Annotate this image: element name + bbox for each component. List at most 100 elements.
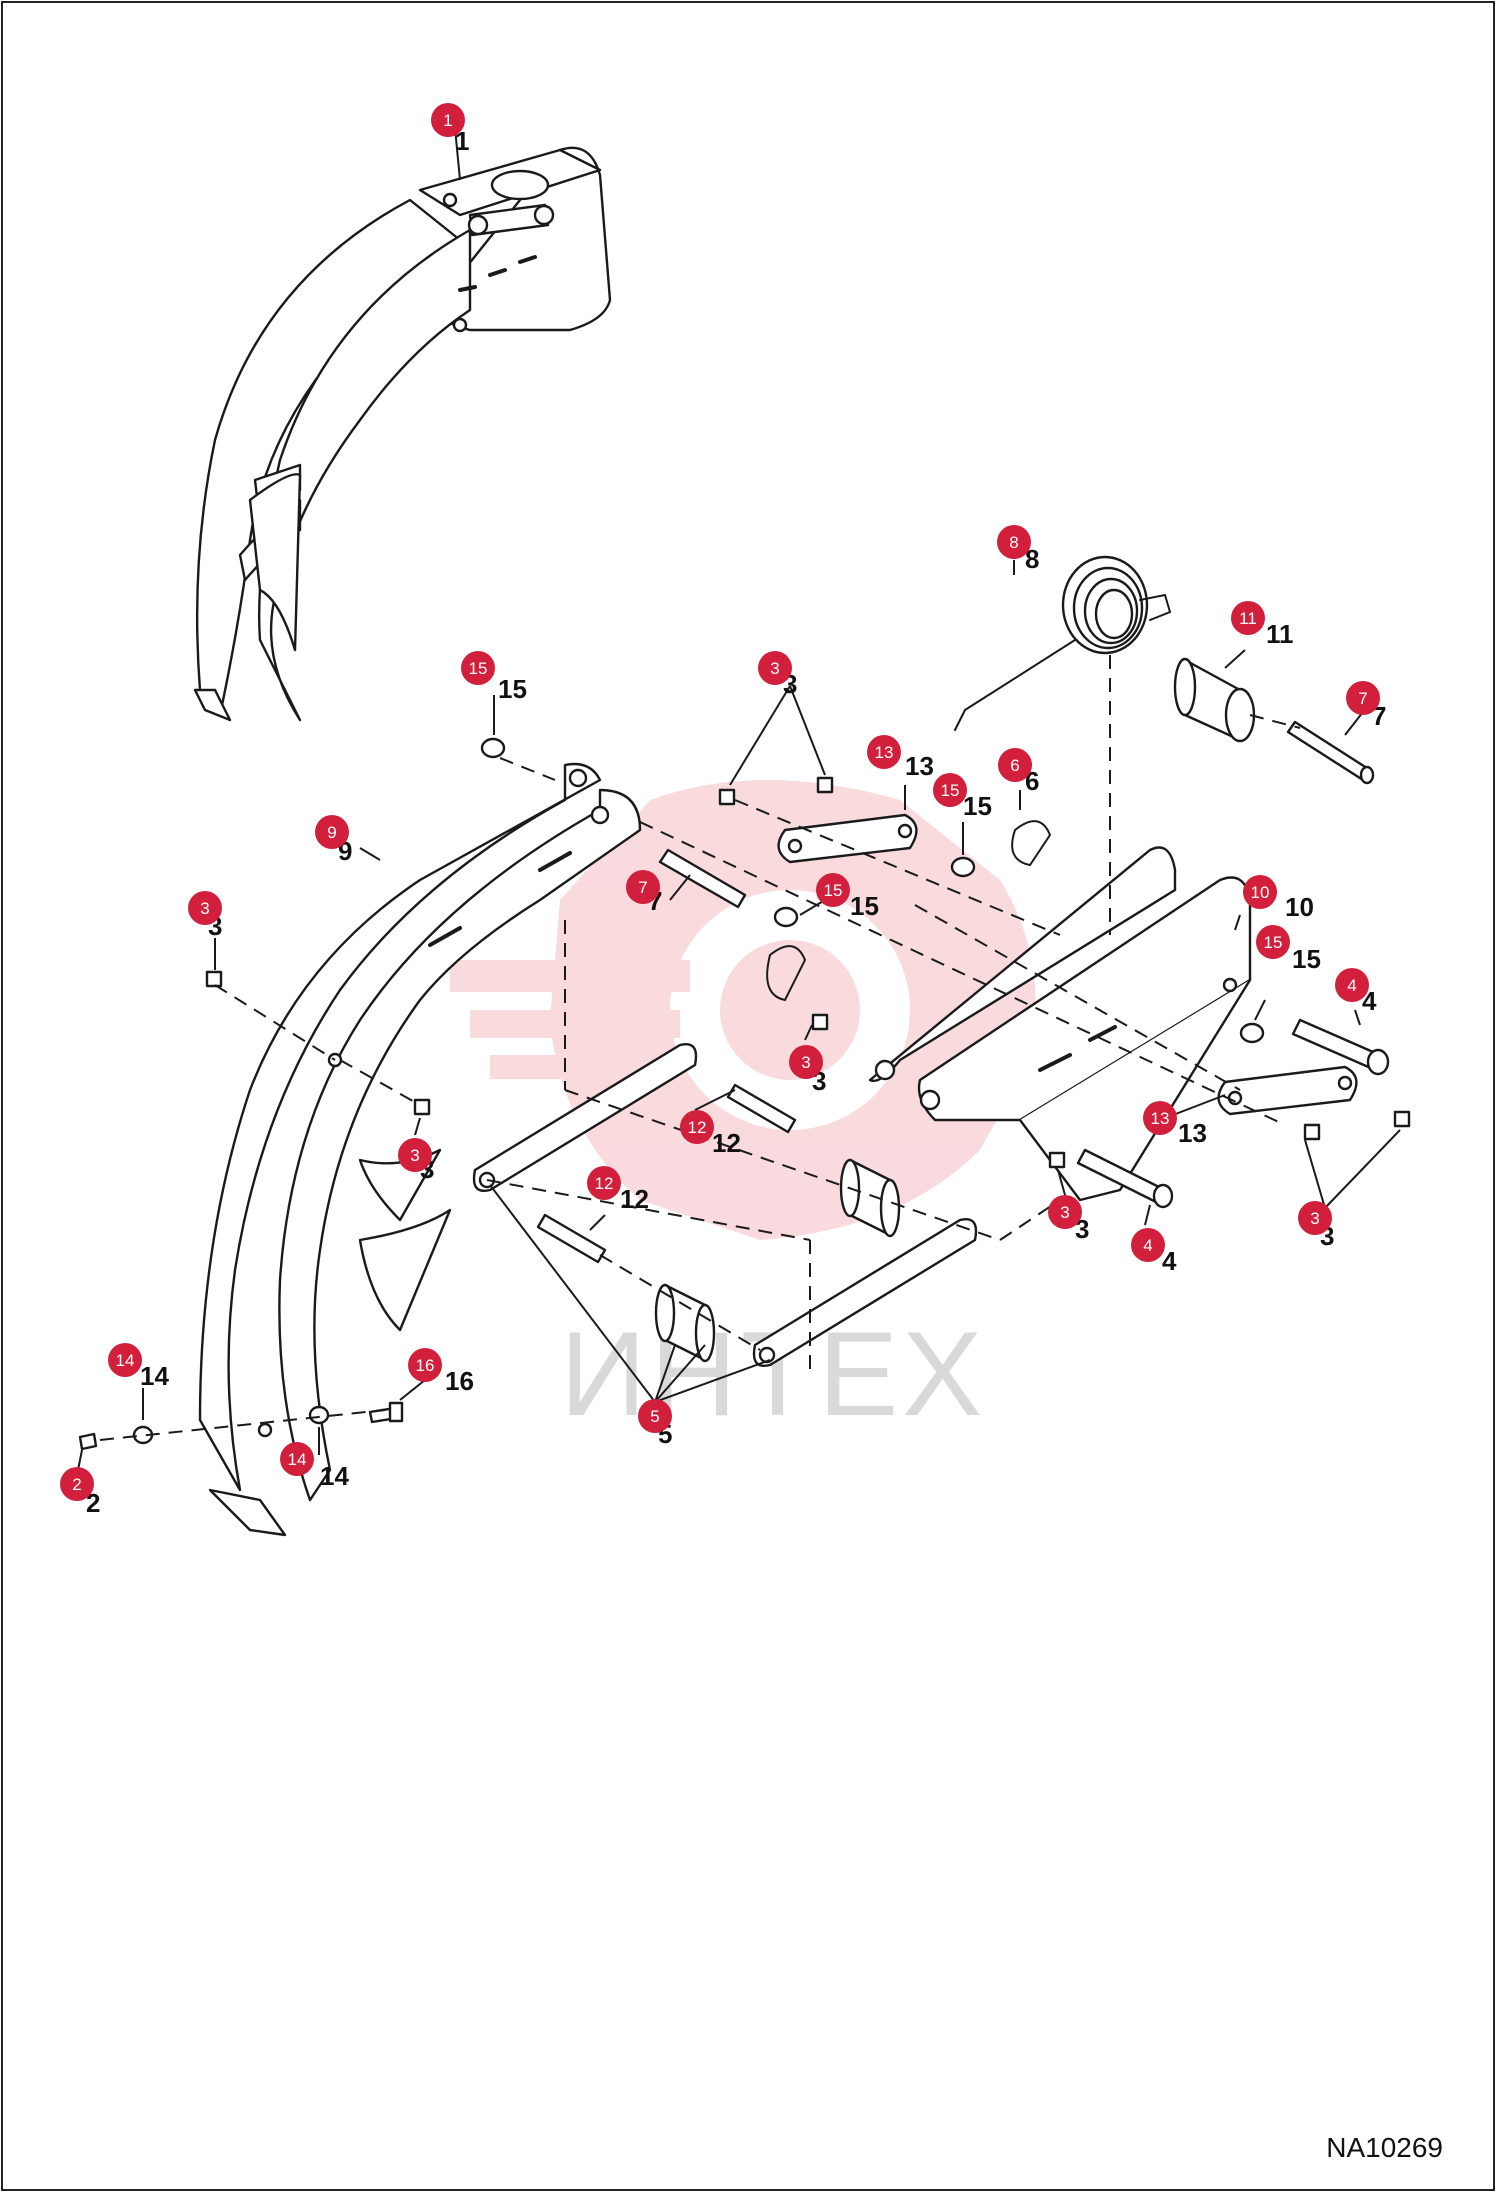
callout-3: 33 [758,651,797,699]
callout-label-text: 16 [445,1366,474,1396]
callout-label-text: 11 [1266,619,1294,649]
part-10-plate [868,846,1252,1202]
callout-badge-number: 15 [824,881,843,900]
callout-badge-number: 8 [1009,533,1018,552]
callout-4: 44 [1131,1228,1177,1276]
drawing-number: NA10269 [1326,2132,1443,2163]
callout-8: 88 [997,525,1039,574]
callout-badge [1048,1195,1082,1229]
small-hardware [78,737,1411,1451]
callout-badge-number: 6 [1010,756,1019,775]
callout-badge [789,1045,823,1079]
callout-badge [758,651,792,685]
callout-4: 44 [1335,968,1377,1016]
part-11-bushing [1173,657,1256,743]
callout-badge-number: 1 [443,111,452,130]
callout-badge-number: 15 [941,781,960,800]
part-5-link-left [472,1043,698,1192]
callout-5: 55 [638,1399,672,1449]
callout-label-text: 15 [498,674,527,704]
callout-badge [998,748,1032,782]
callout-badge [933,773,967,807]
callout-3: 33 [1298,1201,1334,1251]
callout-badge-number: 12 [688,1118,707,1137]
callout-3: 33 [1048,1195,1089,1244]
callout-10: 10 10 [1243,875,1314,922]
part-7-pin-lower [658,848,747,909]
callout-badge-number: 3 [1060,1203,1069,1222]
callout-badge-number: 12 [595,1174,614,1193]
callout-badge [280,1442,314,1476]
watermark-text: ИНТЕХ [560,1307,986,1441]
callout-badge-number: 15 [469,659,488,678]
callout-3: 33 [398,1138,434,1184]
callout-badge-number: 3 [200,899,209,918]
callout-badge [1243,875,1277,909]
callout-badge-number: 14 [116,1351,135,1370]
callout-badge [626,870,660,904]
callout-badge [867,735,901,769]
callout-badge-number: 13 [1151,1109,1170,1128]
callout-13: 13 13 [867,735,934,781]
callout-badge-number: 4 [1143,1236,1152,1255]
callout-badge-number: 7 [638,878,647,897]
callout-badge-number: 16 [416,1356,435,1375]
callout-badge-number: 14 [288,1450,307,1469]
callout-badge-number: 2 [72,1475,81,1494]
callout-badge [398,1138,432,1172]
callout-13: 13 13 [1143,1101,1207,1148]
callout-badge [680,1110,714,1144]
callout-badge-number: 11 [1239,609,1257,628]
part-13-link-upper [777,813,918,864]
callout-badge [638,1399,672,1433]
callout-label-text: 15 [1292,944,1321,974]
callout-6: 66 [998,748,1039,796]
callout-badge-number: 7 [1358,689,1367,708]
callout-label-text: 1 [455,126,469,156]
callout-badge [997,525,1031,559]
callout-badge [108,1343,142,1377]
callout-badge-number: 5 [650,1407,659,1426]
part-13-link-lower [1217,1065,1358,1116]
callout-badge-number: 3 [1310,1209,1319,1228]
callout-badge [1143,1101,1177,1135]
callout-label-text: 10 [1285,892,1314,922]
callout-badge [1131,1228,1165,1262]
part-4-pin-lower [1076,1148,1174,1209]
callout-badge-number: 3 [410,1146,419,1165]
callout-2: 22 [60,1467,100,1518]
part-8-torsion-spring [954,555,1172,731]
callout-label-text: 15 [963,791,992,821]
callout-label-text: 13 [1178,1118,1207,1148]
callout-7: 77 [1346,681,1386,731]
callout-badge [188,891,222,925]
callout-11: 11 11 [1231,601,1294,649]
part-4-pin-right [1291,1018,1390,1076]
callout-label-text: 4 [1162,1246,1177,1276]
callout-badge [1335,968,1369,1002]
part-6-hitch-pin-clip [766,820,1052,1002]
callout-badge [587,1166,621,1200]
callout-label-text: 13 [905,751,934,781]
callout-badge [1231,601,1265,635]
callout-badge [408,1348,442,1382]
callout-badge-number: 13 [875,743,894,762]
callout-badge-number: 10 [1251,883,1270,902]
callout-badge [431,103,465,137]
part-12-pin-lower [536,1213,607,1264]
callout-1: 11 [431,103,469,156]
callout-badge-number: 15 [1264,933,1283,952]
callout-badge [1256,925,1290,959]
part-7-pin [1286,720,1375,785]
